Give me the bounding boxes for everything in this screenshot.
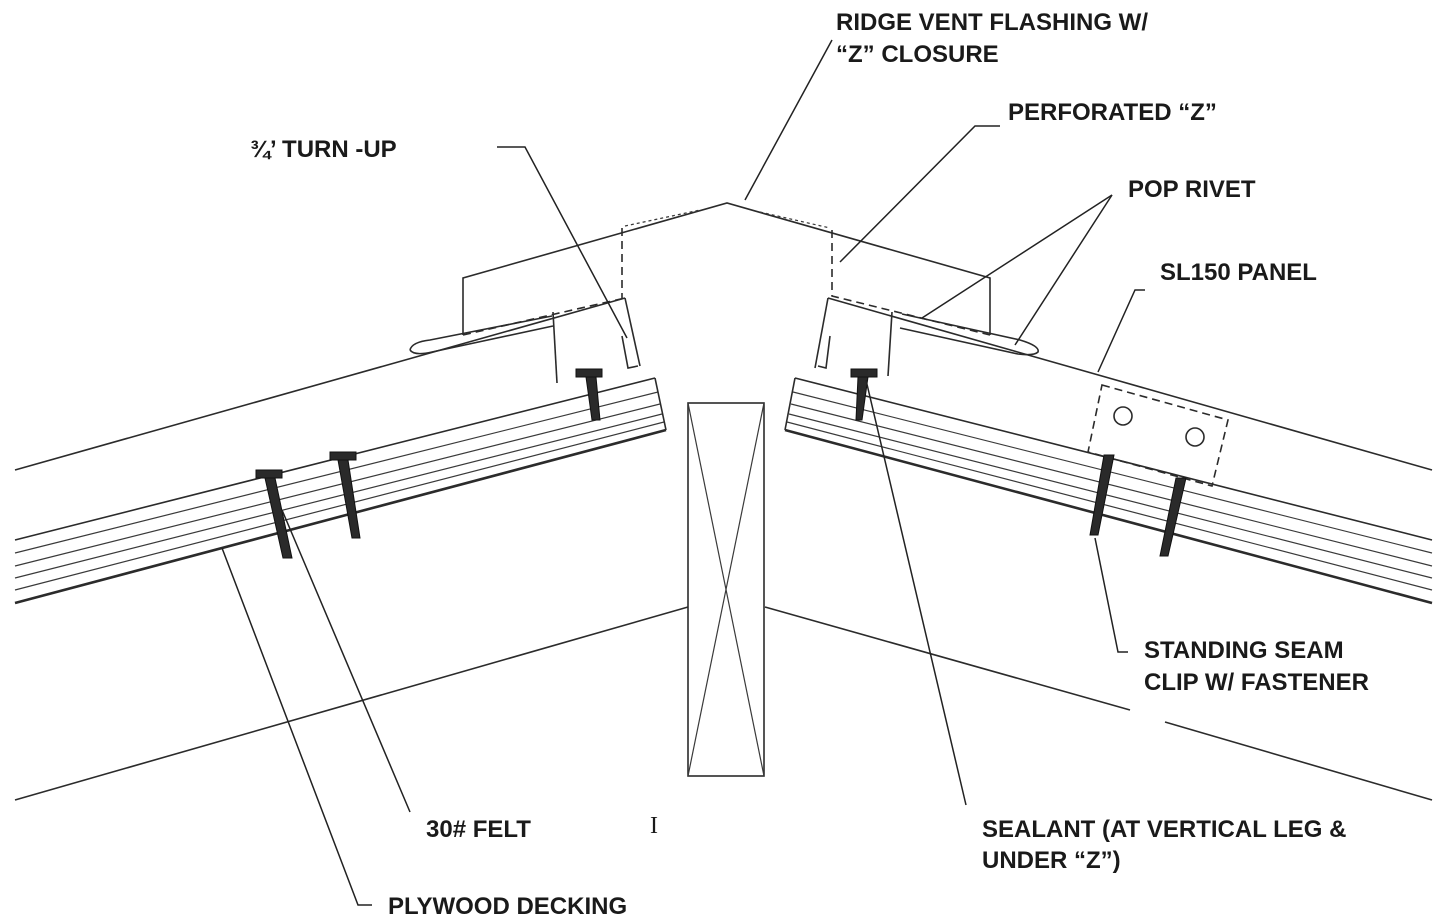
right-felt-line-2: [790, 403, 1433, 567]
label-turn-up: ¾’ TURN -UP: [250, 136, 397, 163]
leader-ridge-vent: [744, 39, 833, 201]
left-seam-leg-lower: [409, 325, 554, 355]
leader-felt: [281, 509, 411, 813]
right-rafter-edge-a: [764, 606, 1131, 711]
screw-icon: [575, 368, 603, 421]
leader-sealant: [865, 379, 967, 806]
left-decking-line-1: [14, 413, 663, 579]
left-felt-line-2: [14, 403, 661, 567]
leader-lines: [221, 39, 1145, 906]
label-ridge-vent-line1: RIDGE VENT FLASHING W/: [836, 9, 1148, 36]
label-panel: SL150 PANEL: [1160, 259, 1317, 286]
ridge-board: [687, 402, 765, 777]
leader-plywood: [221, 547, 372, 906]
right-decking-line-1: [788, 413, 1433, 579]
left-closure-vertical: [552, 311, 558, 384]
leader-perforated-z: [839, 125, 1000, 263]
clip-hole-right: [1185, 427, 1205, 447]
clip-hole-left: [1113, 406, 1133, 426]
clip-outline: [1087, 384, 1229, 487]
label-clip-line1: STANDING SEAM: [1144, 637, 1344, 664]
label-sealant-line1: SEALANT (AT VERTICAL LEG &: [982, 816, 1346, 843]
ridge-board-outline: [687, 402, 765, 777]
label-clip-line2: CLIP W/ FASTENER: [1144, 669, 1369, 696]
left-turn-up: [621, 335, 639, 369]
screw-icon: [1089, 454, 1115, 536]
label-perforated-z: PERFORATED “Z”: [1008, 99, 1217, 126]
left-roof-assembly: [14, 297, 689, 801]
label-plywood: PLYWOOD DECKING: [388, 893, 627, 920]
right-turn-up: [817, 335, 831, 369]
ridge-board-cross-2: [687, 402, 765, 777]
leader-pop-rivet-2: [1014, 194, 1113, 346]
left-decking-bottom: [14, 428, 667, 605]
right-decking-bottom: [784, 428, 1433, 605]
callout-labels: RIDGE VENT FLASHING W/ “Z” CLOSURE PERFO…: [250, 9, 1369, 920]
right-decking-end: [784, 377, 796, 431]
right-felt-line-1: [792, 391, 1433, 554]
ridge-vent-perforation: [624, 209, 831, 229]
left-seam-leg: [409, 315, 553, 351]
label-pop-rivet: POP RIVET: [1128, 176, 1256, 203]
screw-icon: [329, 451, 361, 539]
left-z-closure-bottom: [462, 297, 626, 336]
leader-panel: [1097, 289, 1145, 373]
ridge-flashing-outline: [462, 202, 991, 335]
label-felt: 30# FELT: [426, 816, 531, 843]
left-rafter-edge: [14, 606, 689, 801]
left-panel-end: [624, 297, 641, 367]
label-sealant-line2: UNDER “Z”): [982, 847, 1121, 874]
leader-clip: [1094, 537, 1128, 653]
left-decking-line-2: [14, 421, 665, 591]
screw-icon: [1159, 477, 1187, 557]
right-rafter-edge-b: [1164, 721, 1433, 801]
screw-icon: [850, 368, 878, 421]
right-decking-line-2: [786, 421, 1433, 591]
right-z-closure: [831, 230, 991, 336]
left-decking-end: [654, 377, 667, 431]
left-felt-line-1: [14, 391, 659, 554]
leader-pop-rivet-1: [921, 194, 1113, 319]
right-roof-assembly: [764, 297, 1433, 801]
leader-turn-up: [497, 146, 628, 339]
right-closure-vertical: [887, 311, 893, 377]
left-panel-top-edge: [14, 297, 626, 471]
label-ridge-vent-line2: “Z” CLOSURE: [836, 41, 999, 68]
ridge-vent-flashing: [462, 202, 991, 336]
right-panel-end: [814, 297, 829, 369]
right-panel-top-edge: [827, 297, 1433, 471]
screw-icon: [255, 469, 293, 559]
standing-seam-clip: [1087, 384, 1229, 487]
fasteners: [255, 368, 1187, 559]
right-seam-leg: [899, 313, 1039, 356]
text-cursor-icon: I: [650, 813, 658, 839]
